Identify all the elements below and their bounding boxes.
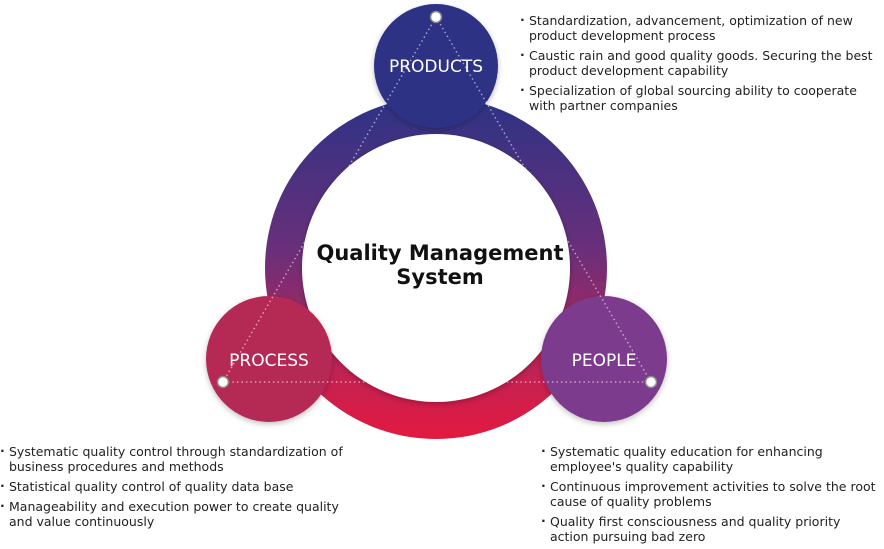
people-note: Continuous improvement activities to sol… [541,478,879,509]
process-circle [206,296,332,422]
process-note: Manageability and execution power to cre… [0,498,360,529]
center-title-line1: Quality Management [317,241,564,265]
people-notes: Systematic quality education for enhanci… [541,443,879,549]
process-vertex-dot [216,375,230,389]
process-label: PROCESS [229,351,309,371]
process-note: Systematic quality control through stand… [0,443,360,474]
people-vertex-dot [644,375,658,389]
products-vertex-dot [429,10,443,24]
process-note: Statistical quality control of quality d… [0,478,360,494]
products-circle [374,4,498,128]
products-note: Standardization, advancement, optimizati… [520,12,880,43]
center-disc [302,134,570,402]
products-label: PRODUCTS [389,57,483,77]
people-note: Systematic quality education for enhanci… [541,443,879,474]
people-circle [541,296,667,422]
products-notes: Standardization, advancement, optimizati… [520,12,880,118]
process-notes: Systematic quality control through stand… [0,443,360,534]
products-note: Specialization of global sourcing abilit… [520,82,880,113]
people-note: Quality first consciousness and quality … [541,513,879,544]
people-label: PEOPLE [572,351,637,371]
center-title-line2: System [396,265,483,289]
connector-triangle [221,15,653,383]
products-note: Caustic rain and good quality goods. Sec… [520,47,880,78]
